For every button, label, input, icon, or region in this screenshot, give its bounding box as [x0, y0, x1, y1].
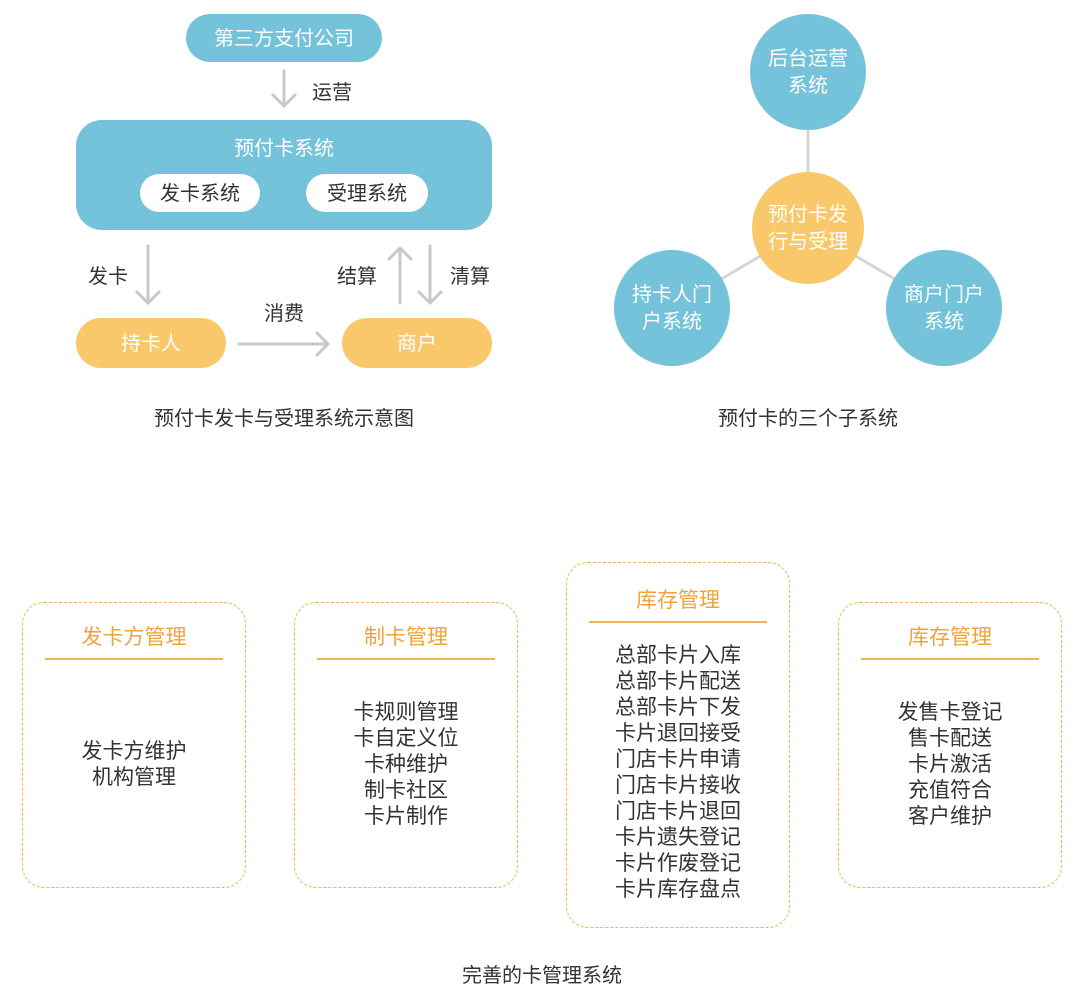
cardholder-label: 持卡人: [121, 331, 181, 355]
card-production-management-title: 制卡管理: [364, 625, 448, 649]
center-label-line-2: 行与受理: [768, 229, 848, 253]
issue-arrow: [135, 244, 161, 305]
list-item: 卡规则管理: [353, 700, 459, 725]
list-item: 售卡配送: [908, 726, 992, 751]
list-item: 发卡方维护: [81, 739, 187, 764]
list-item: 机构管理: [92, 765, 176, 790]
settle-label: 结算: [337, 264, 377, 288]
list-item: 总部卡片入库: [615, 642, 741, 667]
merchant-node: 商户: [342, 318, 492, 368]
inventory-management-title: 库存管理: [636, 588, 720, 612]
cardholder-portal-node: 持卡人门 户系统: [614, 250, 730, 366]
backend-operations-label-line-1: 后台运营: [768, 46, 848, 70]
clear-arrow: [417, 244, 443, 305]
management-caption: 完善的卡管理系统: [462, 963, 622, 987]
list-item: 门店卡片接收: [615, 772, 741, 797]
settle-arrow: [387, 246, 413, 305]
card-production-management-box: 制卡管理 卡规则管理 卡自定义位 卡种维护 制卡社区 卡片制作: [294, 602, 518, 888]
operate-arrow: [271, 69, 297, 108]
list-item: 制卡社区: [364, 778, 448, 803]
third-party-payment-node: 第三方支付公司: [186, 14, 382, 62]
backend-operations-node: 后台运营 系统: [750, 14, 866, 130]
title-divider: [861, 658, 1039, 660]
list-item: 卡片库存盘点: [615, 876, 741, 901]
issue-label: 发卡: [88, 264, 128, 288]
list-item: 卡片激活: [908, 752, 992, 777]
list-item: 门店卡片退回: [615, 798, 741, 823]
operate-label: 运营: [312, 80, 352, 104]
list-item: 卡种维护: [364, 752, 448, 777]
acquiring-system-node: 受理系统: [306, 174, 428, 212]
list-item: 卡片制作: [364, 804, 448, 829]
list-item: 总部卡片配送: [615, 668, 741, 693]
merchant-label: 商户: [397, 331, 437, 355]
prepaid-card-system-box: 预付卡系统 发卡系统 受理系统: [76, 120, 492, 230]
consume-arrow: [237, 331, 330, 357]
merchant-portal-label-line-2: 系统: [924, 309, 964, 333]
prepaid-card-system-title: 预付卡系统: [234, 136, 334, 160]
title-divider: [45, 658, 223, 660]
third-party-payment-label: 第三方支付公司: [214, 26, 354, 50]
title-divider: [317, 658, 495, 660]
list-item: 总部卡片下发: [615, 694, 741, 719]
consume-label: 消费: [264, 301, 304, 325]
merchant-portal-node: 商户门户 系统: [886, 250, 1002, 366]
list-item: 卡片作废登记: [615, 850, 741, 875]
backend-operations-label-line-2: 系统: [788, 73, 828, 97]
merchant-portal-label-line-1: 商户门户: [904, 282, 984, 306]
issuing-system-node: 发卡系统: [140, 174, 260, 212]
list-item: 卡片遗失登记: [615, 824, 741, 849]
acquiring-system-label: 受理系统: [327, 181, 407, 205]
card-sales-management-box: 库存管理 发售卡登记 售卡配送 卡片激活 充值符合 客户维护: [838, 602, 1062, 888]
issuing-acquiring-center-node: 预付卡发 行与受理: [752, 172, 864, 284]
clear-label: 清算: [450, 264, 490, 288]
inventory-management-items: 总部卡片入库 总部卡片配送 总部卡片下发 卡片退回接受 门店卡片申请 门店卡片接…: [567, 623, 789, 922]
card-sales-management-title: 库存管理: [908, 625, 992, 649]
issuer-management-items: 发卡方维护 机构管理: [23, 660, 245, 870]
list-item: 门店卡片申请: [615, 746, 741, 771]
card-sales-management-items: 发售卡登记 售卡配送 卡片激活 充值符合 客户维护: [839, 660, 1061, 870]
issuing-system-label: 发卡系统: [160, 181, 240, 205]
center-label-line-1: 预付卡发: [768, 202, 848, 226]
list-item: 发售卡登记: [897, 700, 1003, 725]
issuer-management-title: 发卡方管理: [81, 625, 187, 649]
cardholder-node: 持卡人: [76, 318, 226, 368]
list-item: 充值符合: [908, 778, 992, 803]
subsystem-diagram-caption: 预付卡的三个子系统: [718, 406, 898, 430]
list-item: 卡片退回接受: [615, 720, 741, 745]
cardholder-portal-label-line-2: 户系统: [642, 309, 702, 333]
cardholder-portal-label-line-1: 持卡人门: [632, 282, 712, 306]
card-production-management-items: 卡规则管理 卡自定义位 卡种维护 制卡社区 卡片制作: [295, 660, 517, 870]
list-item: 卡自定义位: [353, 726, 459, 751]
list-item: 客户维护: [908, 804, 992, 829]
title-divider: [589, 621, 767, 623]
inventory-management-box: 库存管理 总部卡片入库 总部卡片配送 总部卡片下发 卡片退回接受 门店卡片申请 …: [566, 562, 790, 928]
flow-diagram-caption: 预付卡发卡与受理系统示意图: [154, 406, 414, 430]
issuer-management-box: 发卡方管理 发卡方维护 机构管理: [22, 602, 246, 888]
